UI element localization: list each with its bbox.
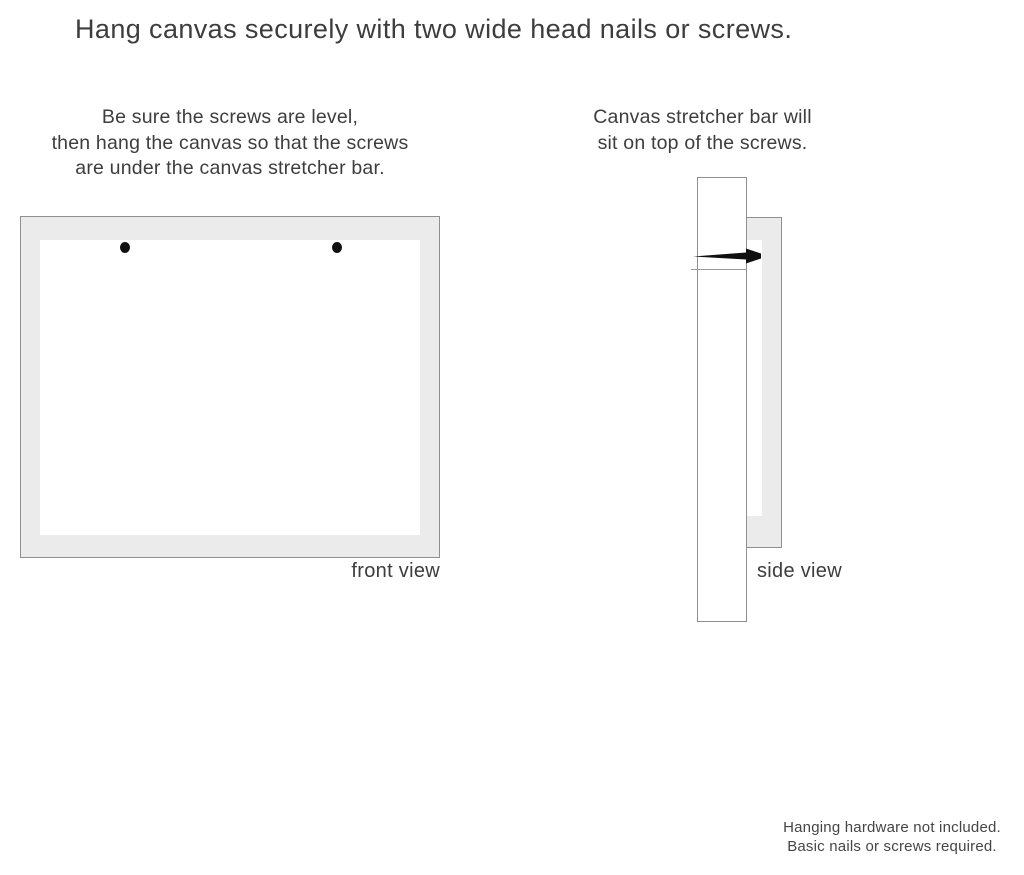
front-view-label: front view — [351, 560, 440, 582]
canvas-front-inner — [40, 240, 420, 535]
wall-bar — [697, 177, 747, 622]
side-view-label: side view — [757, 560, 842, 582]
instruction-left: Be sure the screws are level, then hang … — [51, 106, 409, 179]
canvas-side-profile — [744, 217, 782, 548]
page-title: Hang canvas securely with two wide head … — [75, 14, 793, 44]
screw-dot-right-icon — [332, 242, 342, 253]
nail-level-line — [691, 269, 747, 270]
hardware-footnote: Hanging hardware not included. Basic nai… — [783, 819, 1001, 855]
canvas-front-frame — [20, 216, 440, 558]
instruction-right: Canvas stretcher bar will sit on top of … — [593, 106, 812, 154]
screw-dot-left-icon — [120, 242, 130, 253]
canvas-side-inner — [747, 240, 762, 516]
nail-icon — [693, 248, 761, 264]
